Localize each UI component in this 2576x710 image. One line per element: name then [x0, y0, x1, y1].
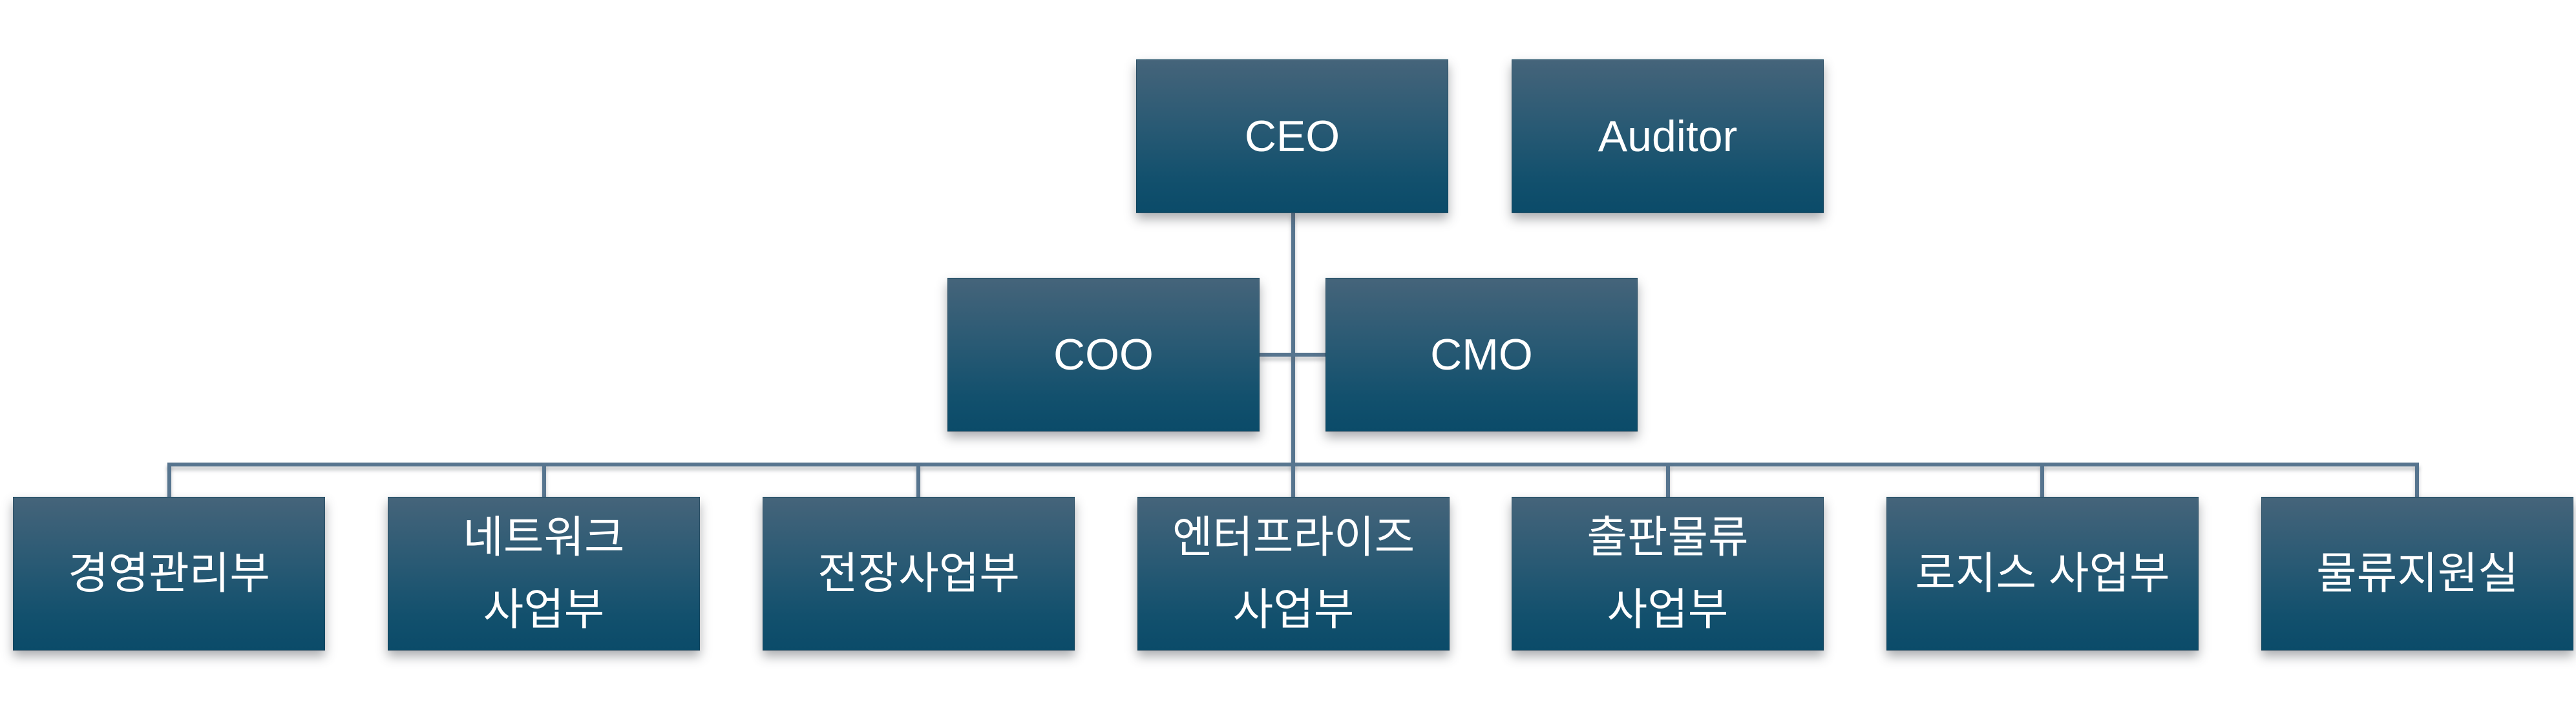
org-node-label-line2: 사업부 — [483, 585, 605, 634]
org-node-label: CEO — [1244, 112, 1340, 161]
org-node-label: 엔터프라이즈 — [1172, 513, 1415, 562]
connector-drop-network-division — [542, 463, 546, 499]
org-node-ceo[interactable]: CEO — [1136, 59, 1448, 213]
connector-drop-publishing-logistics-division — [1666, 463, 1670, 499]
org-node-electronics-division[interactable]: 전장사업부 — [763, 497, 1075, 651]
connector-coo-cmo — [1260, 353, 1325, 357]
org-node-label-line2: 사업부 — [1232, 585, 1355, 634]
connector-ceo-vertical — [1291, 212, 1295, 465]
connector-drop-management-dept — [167, 463, 171, 499]
org-node-publishing-logistics-division[interactable]: 출판물류 사업부 — [1512, 497, 1824, 651]
connector-drop-enterprise-division — [1291, 463, 1295, 499]
org-node-logis-division[interactable]: 로지스 사업부 — [1886, 497, 2199, 651]
org-node-label: 전장사업부 — [818, 549, 1020, 598]
org-node-management-dept[interactable]: 경영관리부 — [13, 497, 325, 651]
connector-drop-electronics-division — [916, 463, 920, 499]
org-node-cmo[interactable]: CMO — [1325, 278, 1638, 432]
org-node-network-division[interactable]: 네트워크 사업부 — [388, 497, 700, 651]
org-node-label: 물류지원실 — [2316, 549, 2518, 598]
connector-drop-logis-division — [2040, 463, 2044, 499]
org-node-label: 로지스 사업부 — [1915, 549, 2170, 598]
org-node-label: 출판물류 — [1587, 513, 1749, 562]
org-node-enterprise-division[interactable]: 엔터프라이즈 사업부 — [1137, 497, 1450, 651]
org-node-label: 네트워크 — [463, 513, 625, 562]
org-node-logistics-support-office[interactable]: 물류지원실 — [2261, 497, 2573, 651]
org-node-coo[interactable]: COO — [947, 278, 1260, 432]
connector-drop-logistics-support-office — [2415, 463, 2419, 499]
org-node-label: Auditor — [1598, 112, 1738, 161]
org-node-label: COO — [1053, 330, 1154, 379]
org-node-auditor[interactable]: Auditor — [1512, 59, 1824, 213]
org-node-label-line2: 사업부 — [1607, 585, 1729, 634]
org-node-label: 경영관리부 — [68, 549, 270, 598]
org-node-label: CMO — [1430, 330, 1533, 379]
